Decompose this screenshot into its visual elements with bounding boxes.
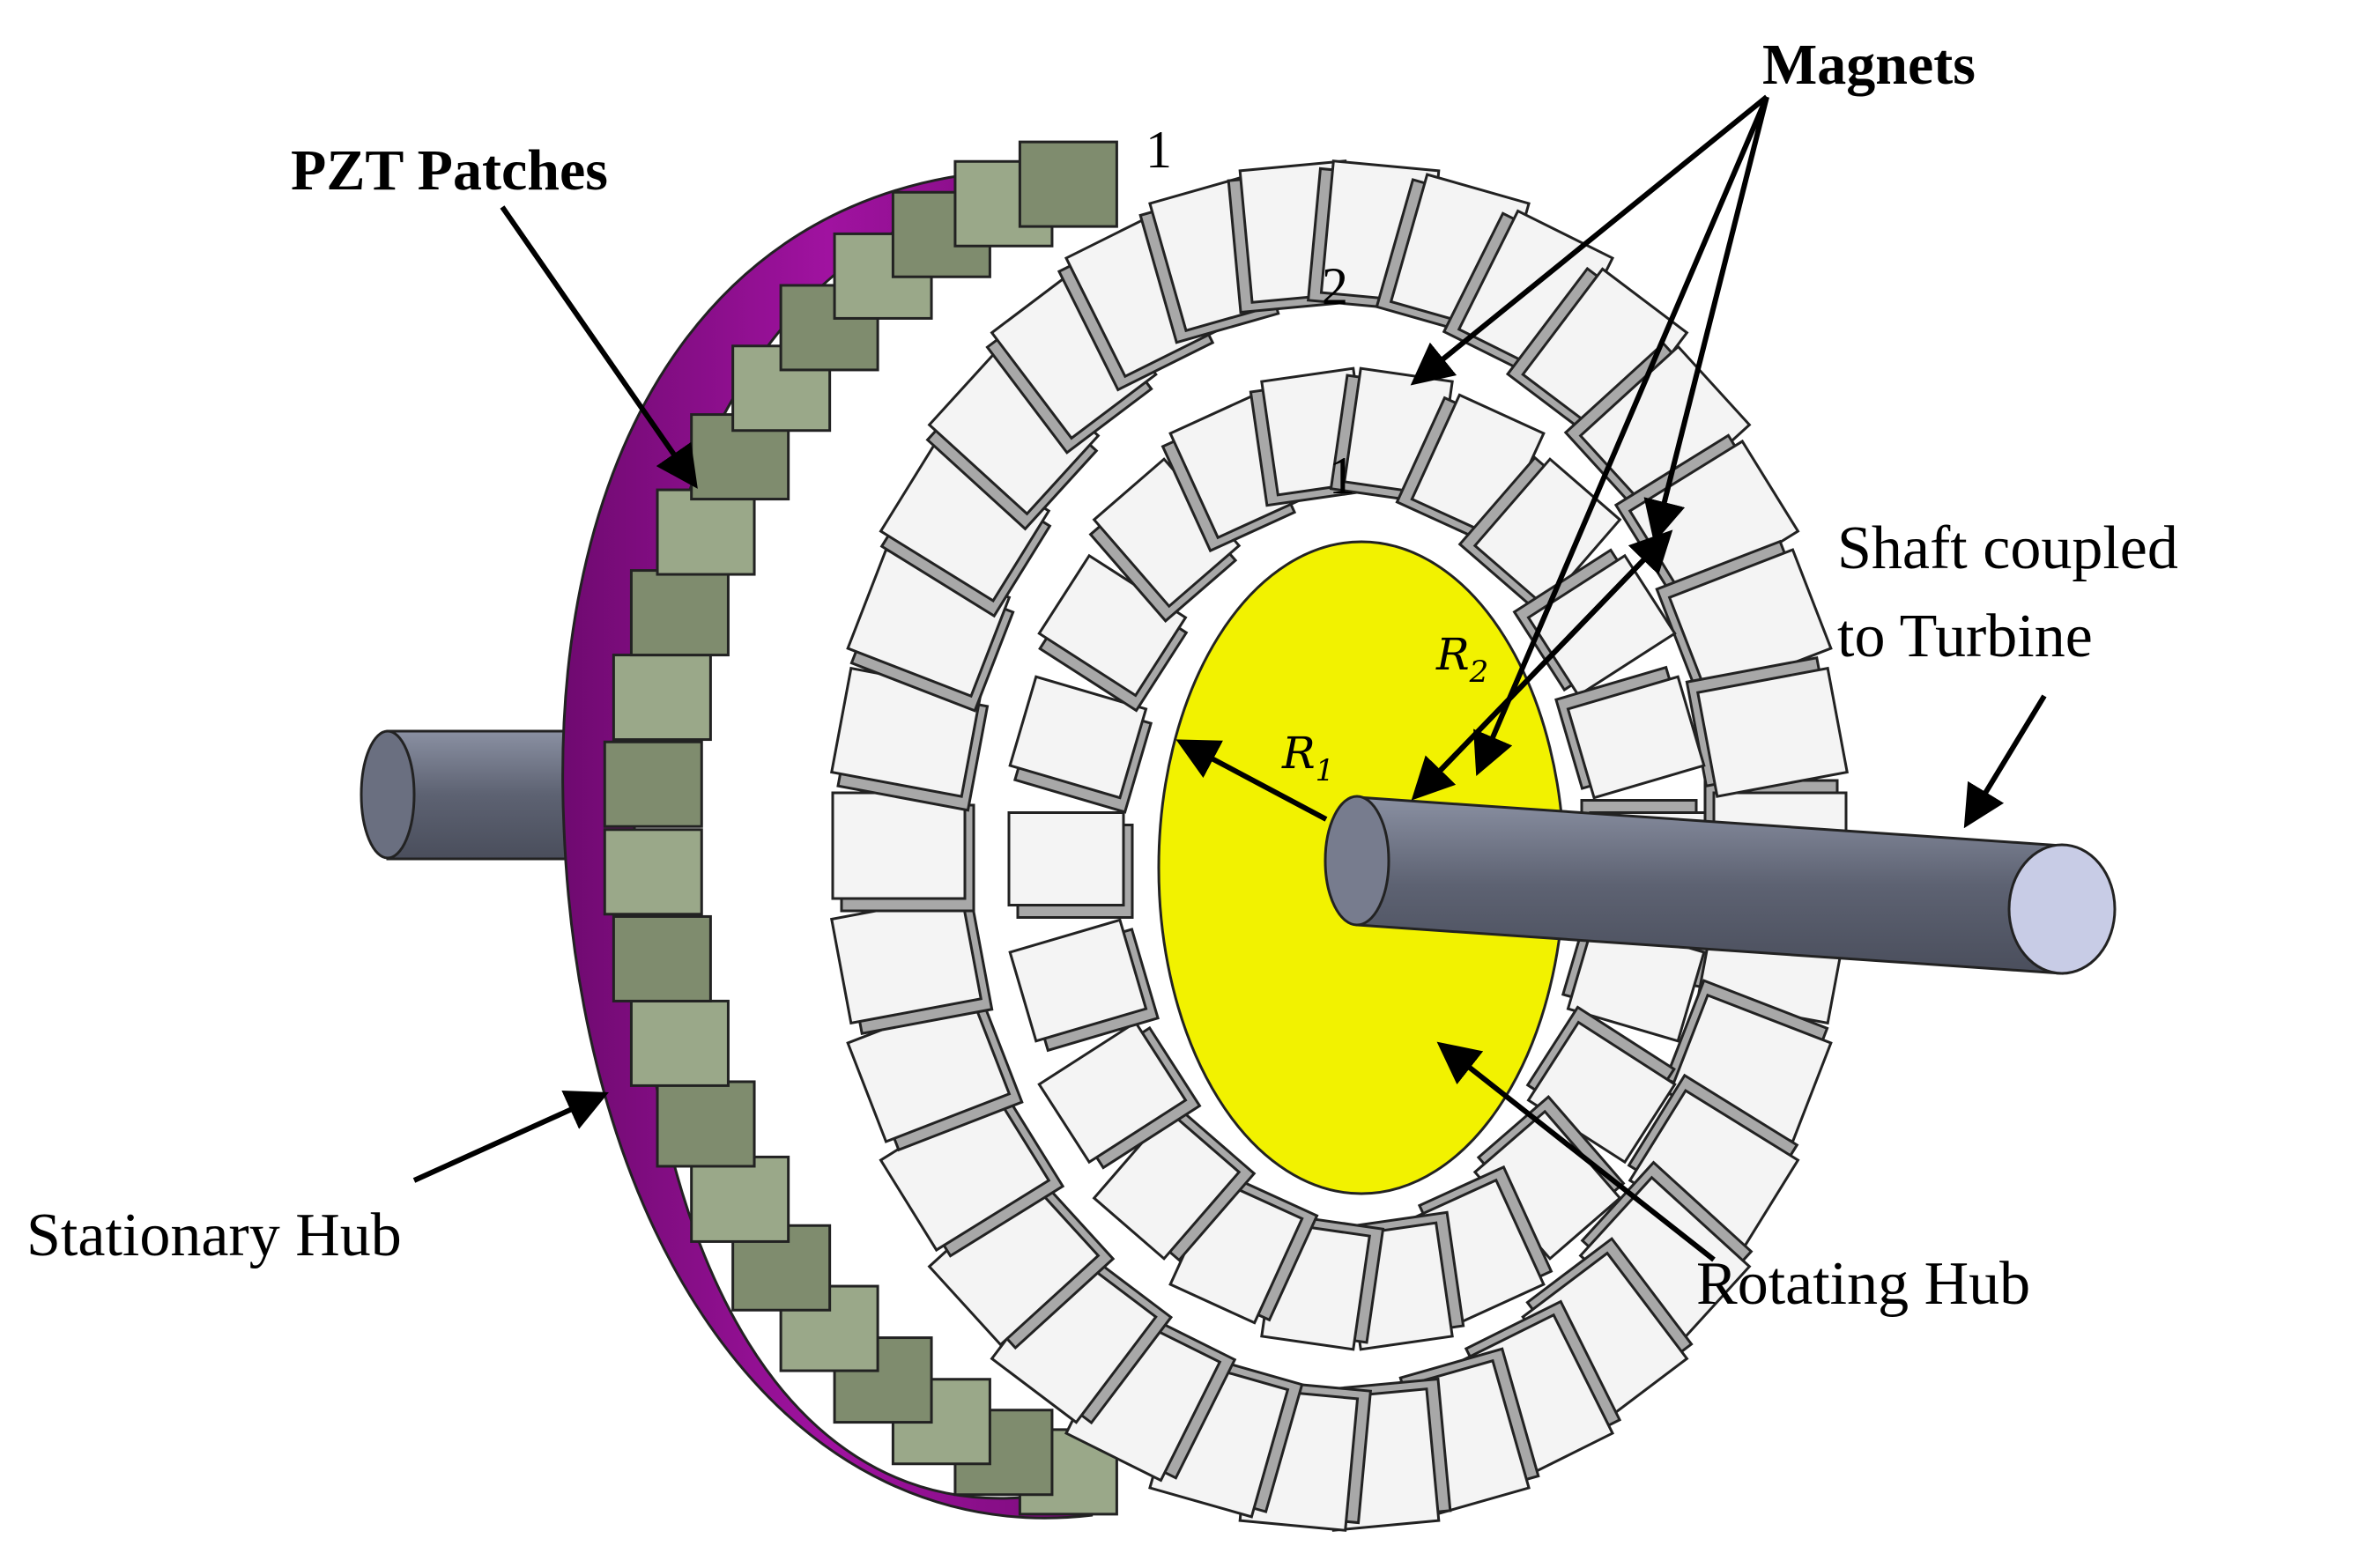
pzt-patch (612, 914, 712, 1002)
outer-magnet-index-2-label: 2 (1322, 257, 1348, 315)
pzt-patch-stack (603, 140, 1118, 1516)
r1-label: R1 (1281, 728, 1334, 788)
right-shaft (1324, 795, 2117, 975)
pzt-callout-arrow (500, 205, 698, 489)
stationary-hub-callout-arrow (412, 1090, 609, 1183)
radius-r2-arrow (1411, 529, 1673, 801)
inner-magnet (1088, 457, 1242, 624)
pzt-patch (1018, 140, 1118, 228)
patch-index-1-label: 1 (1146, 121, 1172, 179)
rotating-hub-callout-arrow (1436, 1041, 1716, 1262)
outer-magnet-ring (830, 159, 1849, 1532)
outer-magnet (1655, 539, 1833, 699)
inner-magnet (1037, 1020, 1202, 1170)
magnets-label: Magnets (1762, 33, 1976, 97)
r2-label: R2 (1435, 629, 1488, 690)
pzt-patch (629, 569, 730, 657)
pzt-patch (690, 1155, 790, 1243)
outer-magnet (846, 993, 1024, 1152)
inner-magnet (1554, 665, 1706, 800)
inner-magnet-index-1-label: 1 (1329, 447, 1355, 505)
outer-magnet (879, 439, 1052, 618)
pzt-patch (656, 488, 756, 576)
magnets-callout-arrows (1410, 94, 1769, 777)
shaft-callout-arrow (1963, 694, 2047, 829)
outer-magnet (879, 1088, 1065, 1258)
pzt-patch (603, 740, 703, 828)
outer-magnet (925, 344, 1101, 531)
outer-magnet (830, 893, 994, 1036)
outer-magnet (1685, 655, 1849, 798)
outer-magnet (1578, 1160, 1754, 1347)
inner-magnet (1007, 811, 1134, 919)
outer-magnet (831, 791, 975, 913)
inner-magnet-ring (1007, 366, 1707, 1351)
shaft-label-line2: to Turbine (1837, 603, 2093, 670)
pzt-patches-label: PZT Patches (291, 138, 608, 203)
pzt-patch (612, 654, 712, 742)
pzt-patch (603, 828, 703, 916)
inner-magnet (1008, 918, 1160, 1053)
inner-magnet (1008, 675, 1153, 814)
shaft-label-line1: Shaft coupled (1837, 514, 2178, 582)
radius-r1-arrow (1175, 739, 1328, 822)
pzt-patch (656, 1080, 756, 1168)
rotating-hub-label: Rotating Hub (1696, 1250, 2030, 1318)
pzt-patch (629, 999, 730, 1087)
outer-magnet (830, 666, 990, 812)
inner-magnet (1092, 1109, 1257, 1262)
stationary-hub-label: Stationary Hub (26, 1202, 402, 1269)
inner-magnet (1037, 553, 1189, 713)
